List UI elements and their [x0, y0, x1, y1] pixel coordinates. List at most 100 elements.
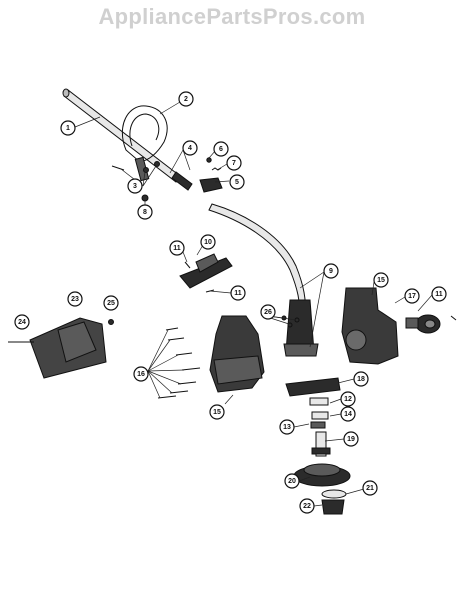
leader-line — [142, 165, 157, 187]
leader-line — [371, 281, 375, 296]
leader-line — [147, 370, 182, 385]
callout-circle — [169, 240, 185, 256]
callout-circle — [340, 406, 356, 422]
leader-line — [337, 378, 355, 384]
callout-11a: 11 — [169, 240, 185, 256]
callout-26: 26 — [260, 304, 276, 320]
callout-number: 16 — [137, 371, 145, 378]
leader-line — [293, 423, 310, 428]
site-watermark: AppliancePartsPros.com — [98, 4, 366, 29]
leader-line — [214, 180, 230, 183]
part-7-spring — [211, 167, 222, 171]
part-2-assist-handle — [121, 105, 168, 182]
part-13-spring — [310, 421, 326, 429]
callout-number: 20 — [288, 478, 296, 485]
callout-circle — [373, 272, 389, 288]
callout-14: 14 — [340, 406, 356, 422]
leader-line — [147, 370, 161, 399]
callout-circle — [404, 288, 420, 304]
part-8-nut — [141, 194, 149, 202]
leader-line — [182, 251, 188, 263]
leader-line — [147, 370, 173, 394]
callout-number: 23 — [71, 296, 79, 303]
part-14-bushing — [311, 411, 329, 420]
callout-circle — [209, 404, 225, 420]
callout-22: 22 — [299, 498, 315, 514]
leader-line — [196, 244, 204, 256]
part-3-screws — [111, 161, 160, 173]
callout-circle — [284, 473, 300, 489]
callout-2: 2 — [178, 91, 194, 107]
callout-number: 2 — [184, 96, 188, 103]
callout-12: 12 — [340, 391, 356, 407]
callout-number: 9 — [329, 268, 333, 275]
callout-number: 15 — [213, 409, 221, 416]
leader-line — [345, 488, 365, 495]
leader-line — [299, 271, 325, 289]
part-18-cover — [285, 377, 341, 397]
callout-circle — [229, 174, 245, 190]
callout-number: 11 — [435, 291, 443, 298]
callout-number: 18 — [357, 376, 365, 383]
leader-line — [74, 116, 101, 128]
leader-line — [159, 101, 181, 115]
leader-lines — [74, 101, 433, 507]
callout-number: 1 — [66, 125, 70, 132]
leader-line — [298, 476, 311, 482]
callout-circle — [127, 178, 143, 194]
callout-21: 21 — [362, 480, 378, 496]
callout-circle — [299, 498, 315, 514]
leader-line — [142, 171, 146, 187]
callout-circle — [182, 140, 198, 156]
leader-line — [224, 394, 234, 405]
part-21-spool — [321, 489, 347, 499]
callout-3: 3 — [127, 178, 143, 194]
part-17-cord-retainer — [405, 314, 441, 334]
leader-line — [417, 294, 433, 312]
callout-number: 14 — [344, 411, 352, 418]
callout-13: 13 — [279, 419, 295, 435]
leader-line — [182, 149, 191, 171]
callout-15a: 15 — [373, 272, 389, 288]
leader-line — [169, 149, 184, 174]
leader-line — [394, 296, 406, 304]
callout-number: 21 — [366, 485, 374, 492]
callout-circle — [362, 480, 378, 496]
callout-circle — [343, 431, 359, 447]
part-25-nut — [108, 319, 114, 325]
callout-19: 19 — [343, 431, 359, 447]
callout-number: 17 — [408, 293, 416, 300]
callout-9: 9 — [323, 263, 339, 279]
part-6-screw — [206, 157, 212, 163]
callout-6: 6 — [213, 141, 229, 157]
callout-number: 19 — [347, 436, 355, 443]
callout-5: 5 — [229, 174, 245, 190]
part-22-bump-knob — [321, 499, 345, 515]
callout-number: 11 — [234, 290, 242, 297]
callout-number: 10 — [204, 239, 212, 246]
callout-number: 25 — [107, 300, 115, 307]
leader-line — [309, 271, 325, 348]
callout-circle — [67, 291, 83, 307]
callout-number: 7 — [232, 160, 236, 167]
callout-number: 5 — [235, 179, 239, 186]
part-1-upper-shaft — [62, 88, 193, 191]
callout-circle — [226, 155, 242, 171]
part-19-spindle — [311, 431, 331, 457]
callout-circle — [137, 204, 153, 220]
callout-circle — [340, 391, 356, 407]
leader-line — [147, 369, 185, 372]
callout-circle — [213, 141, 229, 157]
callout-7: 7 — [226, 155, 242, 171]
callout-10: 10 — [200, 234, 216, 250]
leader-line — [147, 339, 171, 372]
callout-circle — [353, 371, 369, 387]
part-10-handle-cover — [179, 253, 233, 289]
callout-23: 23 — [67, 291, 83, 307]
leader-line — [329, 398, 342, 404]
callout-circle — [279, 419, 295, 435]
callout-1: 1 — [60, 120, 76, 136]
callout-number: 12 — [344, 396, 352, 403]
callout-number: 8 — [143, 209, 147, 216]
